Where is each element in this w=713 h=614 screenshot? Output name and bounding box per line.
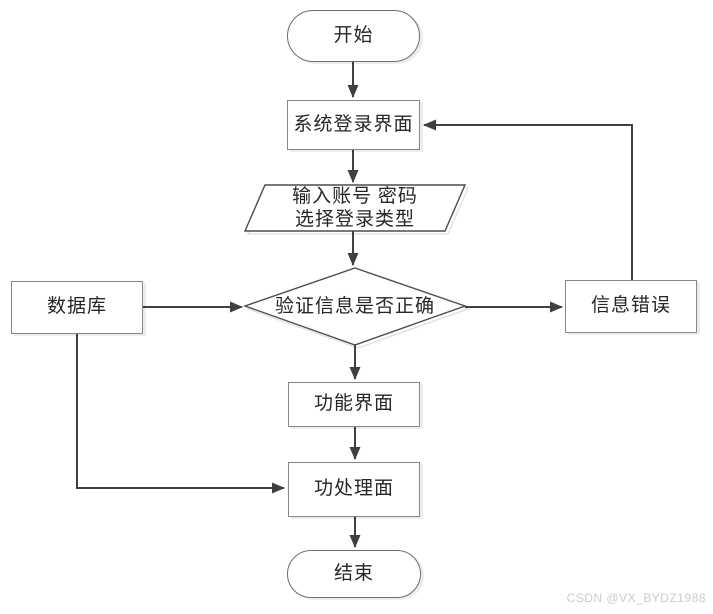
node-database-label: 数据库 bbox=[46, 296, 107, 318]
node-input-label-line2: 选择登录类型 bbox=[294, 208, 415, 230]
edge-database-process bbox=[76, 334, 285, 494]
node-process-label: 功处理面 bbox=[313, 478, 394, 500]
node-input-label: 输入账号 密码 选择登录类型 bbox=[255, 184, 455, 231]
node-end-label: 结束 bbox=[333, 562, 374, 584]
node-login: 系统登录界面 bbox=[287, 100, 420, 150]
node-function: 功能界面 bbox=[288, 382, 420, 427]
node-start-label: 开始 bbox=[333, 24, 374, 46]
node-decision-label: 验证信息是否正确 bbox=[255, 293, 455, 320]
node-login-label: 系统登录界面 bbox=[293, 113, 414, 135]
node-start: 开始 bbox=[287, 10, 420, 62]
node-process: 功处理面 bbox=[288, 462, 420, 517]
node-database: 数据库 bbox=[11, 281, 143, 334]
node-error-label: 信息错误 bbox=[590, 295, 671, 317]
node-function-label: 功能界面 bbox=[313, 393, 394, 415]
watermark: CSDN @VX_BYDZ1988 bbox=[566, 591, 706, 605]
io-shape bbox=[243, 184, 467, 232]
node-error: 信息错误 bbox=[565, 280, 697, 333]
edge-error-login bbox=[423, 119, 633, 280]
node-end: 结束 bbox=[287, 550, 421, 598]
node-decision-label-text: 验证信息是否正确 bbox=[274, 296, 435, 317]
node-input-label-line1: 输入账号 密码 bbox=[292, 185, 418, 207]
